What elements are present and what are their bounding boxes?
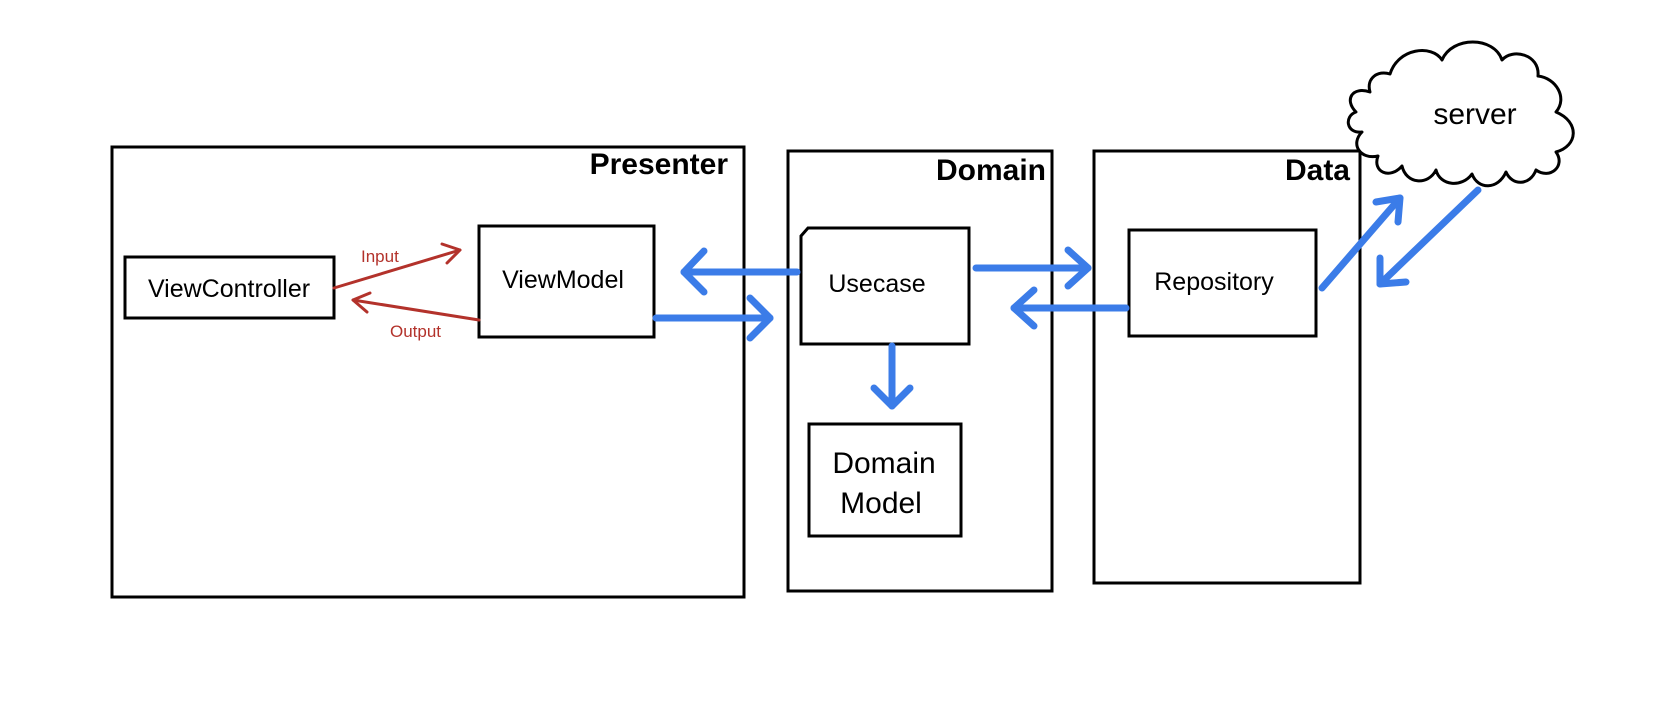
view-controller-node [123, 255, 336, 320]
domain-model-label-line1: Domain [832, 447, 935, 480]
input-label: Input [361, 247, 399, 266]
server-label: server [1433, 98, 1516, 131]
repository-to-server-arrow [1318, 194, 1404, 292]
domain-model-label-line2: Model [840, 487, 922, 520]
domain-layer-title: Domain [936, 154, 1046, 187]
viewmodel-to-usecase-arrow [652, 294, 774, 342]
input-arrow [332, 242, 462, 290]
output-arrow [351, 291, 481, 322]
domain-model-node [807, 422, 963, 538]
output-label: Output [390, 322, 441, 341]
data-layer [1092, 149, 1362, 585]
usecase-label: Usecase [828, 270, 925, 298]
domain-layer [786, 149, 1054, 593]
usecase-to-viewmodel-arrow [680, 247, 801, 296]
usecase-node [799, 226, 971, 346]
view-controller-label: ViewController [148, 275, 310, 303]
presenter-layer [110, 145, 746, 599]
server-cloud [1346, 40, 1575, 188]
repository-to-usecase-arrow [1010, 286, 1130, 330]
view-model-node [477, 224, 656, 339]
usecase-to-repository-arrow [972, 246, 1092, 290]
data-layer-title: Data [1285, 154, 1350, 187]
presenter-layer-title: Presenter [590, 148, 729, 181]
usecase-to-domain-model-arrow [870, 342, 914, 410]
view-model-label: ViewModel [502, 266, 624, 294]
repository-node [1127, 228, 1318, 338]
repository-label: Repository [1154, 268, 1274, 296]
server-to-repository-arrow [1376, 186, 1482, 288]
